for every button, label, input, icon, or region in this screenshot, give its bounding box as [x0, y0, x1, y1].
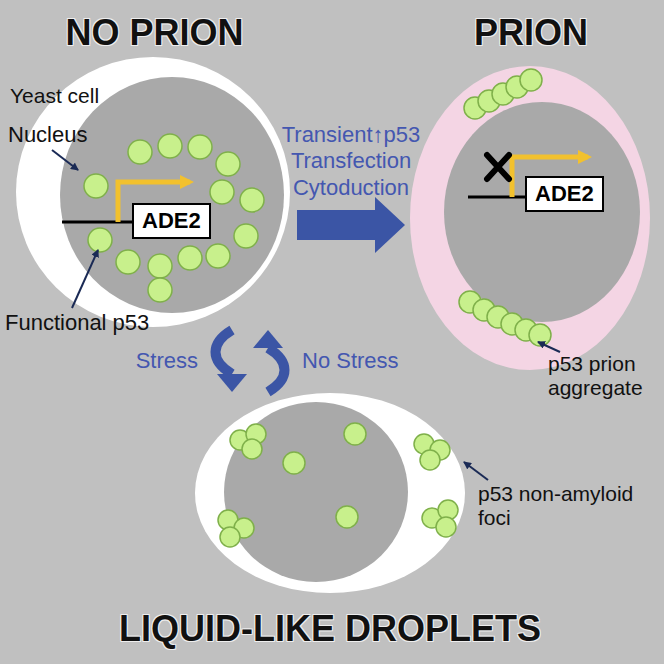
illustration-part — [188, 135, 212, 159]
illustration-part — [116, 250, 140, 274]
callout-label: p53 prion aggregate — [548, 352, 660, 400]
illustration-part — [410, 66, 650, 370]
panel-heading: PRION — [405, 12, 657, 54]
illustration-part — [444, 102, 640, 322]
illustration-part — [72, 250, 98, 308]
illustration-part — [487, 155, 509, 179]
illustration-part — [178, 246, 202, 270]
illustration-part — [195, 393, 465, 593]
edge-label: No Stress — [302, 348, 399, 374]
illustration-part — [62, 221, 134, 224]
illustration-part — [60, 77, 284, 313]
callout-label: p53 non-amyloid foci — [478, 482, 658, 530]
gene-name: ADE2 — [535, 181, 594, 206]
edge-label: Transient↑p53 Transfection Cytoduction — [271, 122, 431, 201]
flow-arrow — [297, 210, 375, 240]
panel-heading: LIQUID-LIKE DROPLETS — [80, 608, 580, 650]
illustration-part — [464, 462, 488, 480]
illustration-part — [240, 188, 264, 212]
illustration-part — [220, 527, 240, 547]
yeast-cell: PRION ADE2 — [405, 8, 657, 370]
gene-box: ADE2 — [132, 203, 211, 239]
illustration-part — [148, 254, 172, 278]
flow-arrow — [268, 348, 285, 392]
flow-arrow — [217, 374, 247, 392]
callout-label: Functional p53 — [5, 310, 149, 335]
illustration-part — [520, 69, 542, 91]
yeast-cell: NO PRION ADE2 — [12, 8, 297, 330]
illustration-part — [148, 278, 172, 302]
flow-arrow — [253, 330, 283, 348]
flow-arrow — [375, 197, 405, 253]
illustration-part — [336, 506, 358, 528]
illustration-part — [84, 174, 108, 198]
illustration-part — [216, 152, 240, 176]
illustration-part — [436, 517, 456, 537]
callout-label: Nucleus — [8, 122, 87, 147]
illustration-part — [158, 134, 182, 158]
gene-name: ADE2 — [142, 208, 201, 233]
panel-heading: NO PRION — [12, 12, 297, 54]
illustration-part — [234, 224, 258, 248]
illustration-part — [283, 452, 305, 474]
illustration-part — [218, 423, 458, 547]
illustration-part — [420, 450, 440, 470]
illustration-part — [210, 180, 234, 204]
illustration-part — [538, 342, 560, 352]
callout-label: Yeast cell — [10, 84, 99, 108]
edge-label: Stress — [136, 348, 198, 374]
gene-box: ADE2 — [525, 176, 604, 212]
illustration-part — [206, 244, 230, 268]
illustration-part — [468, 196, 527, 199]
illustration-part — [128, 140, 152, 164]
illustration-part — [88, 228, 112, 252]
illustration-part — [224, 402, 408, 582]
illustration-part — [242, 439, 262, 459]
flow-arrow — [216, 330, 233, 374]
illustration-part — [84, 134, 264, 302]
illustration-part — [52, 150, 78, 170]
illustration-part — [344, 423, 366, 445]
